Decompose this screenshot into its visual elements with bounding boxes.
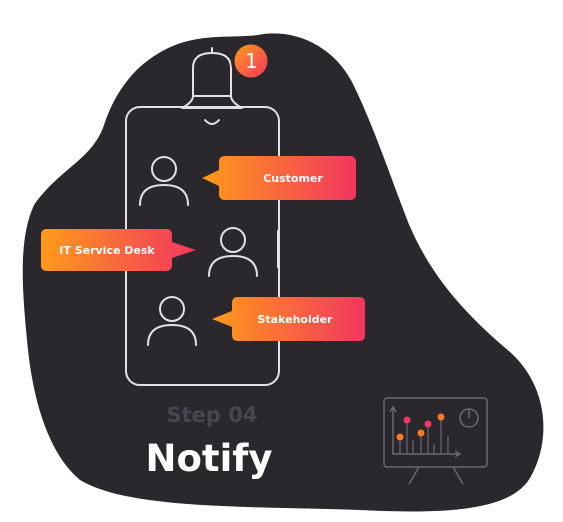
- step-number-label: Step 04: [167, 403, 258, 427]
- callout-customer: Customer: [202, 156, 356, 200]
- notification-badge: 1: [231, 41, 271, 81]
- callout-stakeholder-label: Stakeholder: [257, 313, 333, 326]
- person-icon: [139, 156, 189, 206]
- callout-it-service-desk-label: IT Service Desk: [59, 244, 155, 257]
- chart-board-icon: [383, 397, 488, 485]
- callout-it-service-desk: IT Service Desk: [41, 229, 196, 271]
- person-icon: [208, 227, 258, 277]
- notification-badge-count: 1: [245, 49, 257, 73]
- callout-customer-label: Customer: [263, 172, 323, 185]
- person-icon: [147, 296, 197, 346]
- callout-stakeholder: Stakeholder: [212, 297, 365, 341]
- background-blob: [22, 33, 544, 512]
- bell-icon: [181, 47, 243, 125]
- step-title: Notify: [146, 437, 273, 480]
